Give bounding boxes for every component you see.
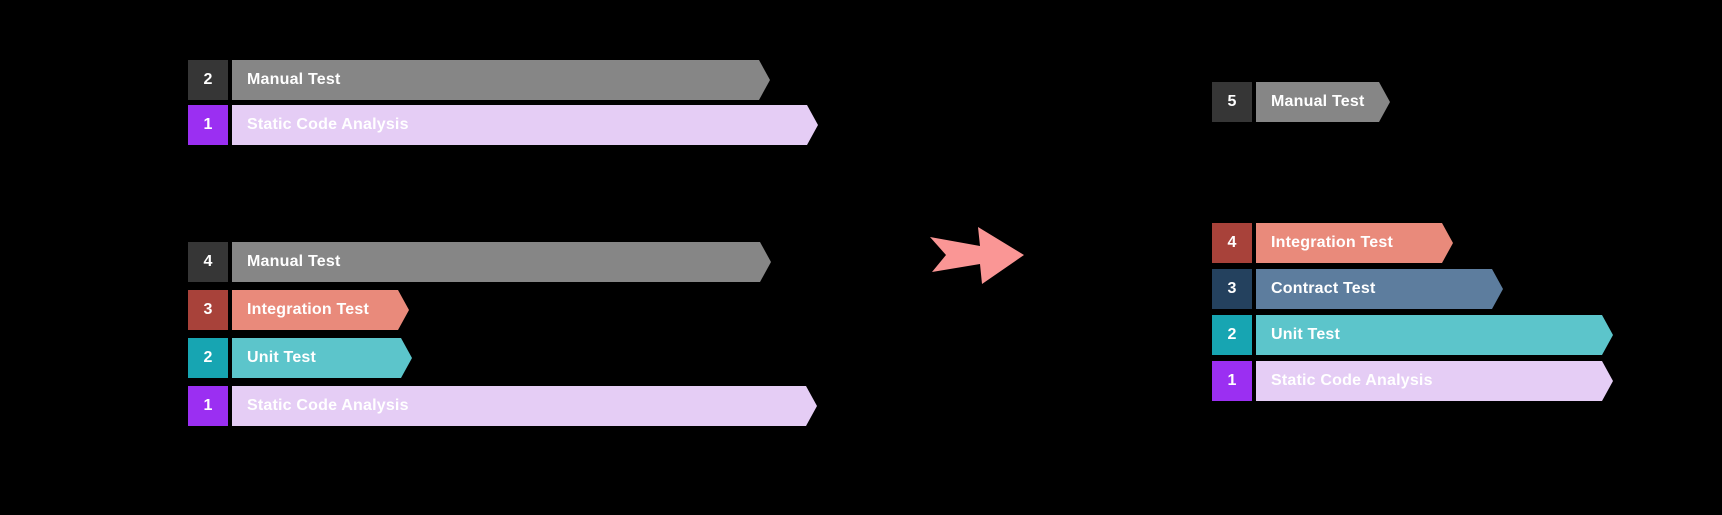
stage-label: Integration Test: [1271, 234, 1394, 251]
right-arrow-icon: [930, 227, 1024, 284]
stage-label: Contract Test: [1271, 280, 1376, 297]
stage-bar: Manual Test: [232, 60, 770, 100]
stage-label: Static Code Analysis: [247, 116, 409, 133]
stage-row: 2 Unit Test: [188, 338, 412, 378]
stage-number-badge: 3: [1212, 269, 1252, 309]
stage-row: 1 Static Code Analysis: [188, 105, 818, 145]
stage-label: Manual Test: [247, 253, 341, 270]
stage-label: Static Code Analysis: [1271, 372, 1433, 389]
stage-label: Manual Test: [247, 71, 341, 88]
stage-number-badge: 2: [1212, 315, 1252, 355]
stage-bar: Integration Test: [1256, 223, 1453, 263]
stage-bar: Unit Test: [232, 338, 412, 378]
stage-row: 2 Unit Test: [1212, 315, 1613, 355]
stage-row: 3 Contract Test: [1212, 269, 1503, 309]
stage-number-badge: 1: [188, 105, 228, 145]
stage-number-badge: 2: [188, 338, 228, 378]
stage-bar: Manual Test: [1256, 82, 1390, 122]
stage-number-badge: 5: [1212, 82, 1252, 122]
stage-bar: Contract Test: [1256, 269, 1503, 309]
stage-label: Manual Test: [1271, 93, 1365, 110]
stage-row: 1 Static Code Analysis: [1212, 361, 1613, 401]
stage-number-badge: 1: [1212, 361, 1252, 401]
stage-bar: Static Code Analysis: [232, 386, 817, 426]
stage-row: 4 Integration Test: [1212, 223, 1453, 263]
stage-row: 1 Static Code Analysis: [188, 386, 817, 426]
stage-label: Static Code Analysis: [247, 397, 409, 414]
stage-bar: Static Code Analysis: [1256, 361, 1613, 401]
stage-row: 5 Manual Test: [1212, 82, 1390, 122]
stage-label: Unit Test: [247, 349, 317, 366]
stage-row: 2 Manual Test: [188, 60, 770, 100]
stage-number-badge: 4: [188, 242, 228, 282]
stage-bar: Integration Test: [232, 290, 409, 330]
stage-label: Integration Test: [247, 301, 370, 318]
stage-number-badge: 4: [1212, 223, 1252, 263]
stage-row: 4 Manual Test: [188, 242, 771, 282]
stage-bar: Static Code Analysis: [232, 105, 818, 145]
stage-number-badge: 1: [188, 386, 228, 426]
stage-bar: Unit Test: [1256, 315, 1613, 355]
stage-number-badge: 3: [188, 290, 228, 330]
stage-row: 3 Integration Test: [188, 290, 409, 330]
stage-label: Unit Test: [1271, 326, 1341, 343]
stage-number-badge: 2: [188, 60, 228, 100]
stage-bar: Manual Test: [232, 242, 771, 282]
